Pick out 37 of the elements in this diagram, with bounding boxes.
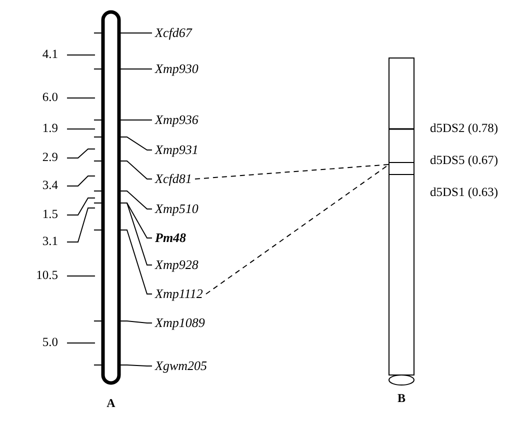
marker-name: Xmp1089 [155,315,205,330]
distance-label: 1.5 [42,207,58,222]
marker-name: Xmp510 [155,201,198,216]
leader-line [118,230,152,294]
leader-line [118,190,152,210]
distance-label: 6.0 [42,90,58,105]
leader-line [118,32,152,34]
distance-label: 10.5 [36,268,58,283]
marker-name: Xmp931 [155,142,198,157]
deletion-bin-label: d5DS5 (0.67) [430,153,498,168]
leader-line [118,364,152,366]
distance-label: 2.9 [42,150,58,165]
distance-label: 1.9 [42,121,58,136]
marker-name: Xcfd67 [155,25,192,40]
marker-name: Xmp936 [155,112,198,127]
distance-label: 3.4 [42,178,58,193]
distance-label: 3.1 [42,234,58,249]
leader-line [118,202,152,266]
marker-name: Xmp930 [155,61,198,76]
marker-name: Xmp928 [155,257,198,272]
chromosome-bin [389,162,414,175]
distance-label: 5.0 [42,335,58,350]
chromosome-label: A [106,396,116,410]
marker-name: Pm48 [155,230,186,245]
leader-line [118,68,152,70]
chromosome-label: B [396,391,406,405]
leader-line [118,136,152,150]
marker-name: Xcfd81 [155,171,192,186]
dashed-connector [194,164,390,180]
marker-name: Xmp1112 [155,286,203,301]
deletion-bin-label: d5DS2 (0.78) [430,121,498,136]
marker-name: Xgwm205 [155,358,207,373]
leader-line [118,160,152,180]
dashed-connector [206,164,390,294]
distance-label: 4.1 [42,47,58,62]
leader-line [118,320,152,324]
deletion-bin-label: d5DS1 (0.63) [430,185,498,200]
